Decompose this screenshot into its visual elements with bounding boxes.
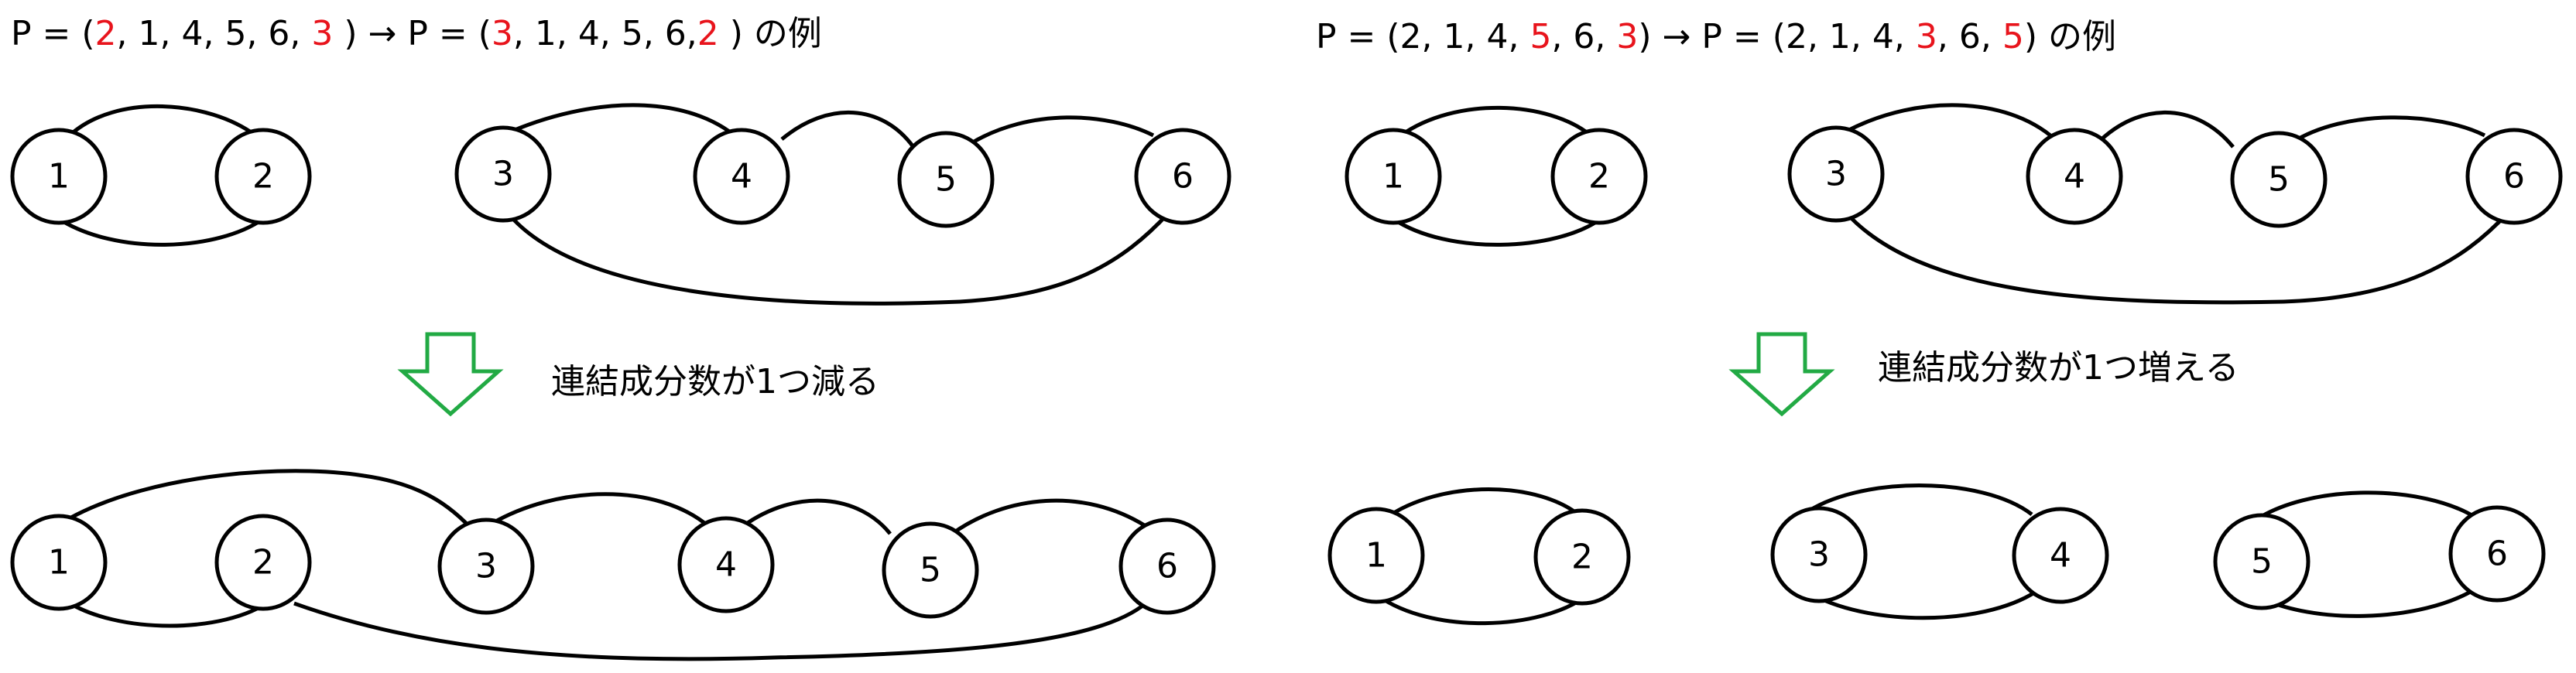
edge bbox=[742, 498, 892, 535]
left-title-swap-d: 2 bbox=[697, 14, 719, 53]
svg-text:3: 3 bbox=[1825, 155, 1847, 194]
node-5: 5 bbox=[882, 521, 979, 619]
edge bbox=[1802, 483, 2033, 517]
edge bbox=[1845, 103, 2060, 145]
node-2: 2 bbox=[214, 128, 312, 225]
edge bbox=[57, 217, 265, 247]
svg-text:2: 2 bbox=[252, 157, 274, 196]
node-3: 3 bbox=[437, 518, 535, 615]
edge bbox=[63, 598, 272, 628]
svg-text:5: 5 bbox=[2268, 160, 2290, 200]
left-panel: P = (2, 1, 4, 5, 6, 3 ) → P = (3, 1, 4, … bbox=[10, 14, 1231, 661]
node-2: 2 bbox=[214, 514, 312, 611]
node-5: 5 bbox=[897, 131, 995, 228]
node-4: 4 bbox=[2012, 507, 2109, 604]
svg-text:2: 2 bbox=[1588, 157, 1610, 196]
node-1: 1 bbox=[10, 514, 108, 611]
node-4: 4 bbox=[677, 516, 775, 613]
left-caption: 連結成分数が1つ減る bbox=[551, 362, 879, 401]
down-arrow-icon bbox=[1728, 332, 1835, 417]
edge bbox=[1392, 217, 1602, 247]
edge bbox=[780, 110, 916, 149]
svg-text:5: 5 bbox=[2251, 542, 2273, 582]
right-title-swap-d: 5 bbox=[2002, 17, 2024, 56]
right-title-swap-b: 3 bbox=[1616, 17, 1638, 56]
svg-text:3: 3 bbox=[492, 155, 514, 194]
node-2: 2 bbox=[1533, 508, 1631, 606]
left-bottom-edges bbox=[63, 469, 1147, 661]
node-3: 3 bbox=[454, 125, 552, 223]
node-1: 1 bbox=[10, 128, 108, 225]
edge bbox=[68, 469, 478, 535]
edge bbox=[1384, 487, 1584, 521]
svg-text:5: 5 bbox=[920, 551, 941, 590]
edge bbox=[510, 103, 745, 145]
right-title-swap-a: 5 bbox=[1530, 17, 1551, 56]
right-bottom-nodes: 1 2 3 4 5 6 bbox=[1327, 505, 2546, 610]
svg-text:2: 2 bbox=[1571, 538, 1593, 577]
node-5: 5 bbox=[2213, 513, 2311, 610]
svg-text:5: 5 bbox=[935, 160, 957, 200]
node-2: 2 bbox=[1550, 128, 1648, 225]
svg-text:4: 4 bbox=[2050, 536, 2071, 576]
node-6: 6 bbox=[2465, 128, 2563, 225]
edge bbox=[68, 104, 257, 138]
edge bbox=[486, 492, 710, 528]
svg-text:4: 4 bbox=[731, 157, 752, 196]
node-1: 1 bbox=[1345, 128, 1442, 225]
svg-text:6: 6 bbox=[2503, 157, 2525, 196]
right-title-swap-c: 3 bbox=[1916, 17, 1937, 56]
node-6: 6 bbox=[2448, 505, 2546, 603]
svg-text:1: 1 bbox=[48, 543, 70, 582]
svg-text:1: 1 bbox=[48, 157, 70, 196]
edge bbox=[2290, 115, 2486, 145]
right-caption: 連結成分数が1つ増える bbox=[1878, 348, 2239, 388]
edge bbox=[951, 498, 1147, 536]
left-top-nodes: 1 2 3 4 5 6 bbox=[10, 125, 1231, 228]
left-top-edges bbox=[57, 103, 1170, 306]
svg-text:3: 3 bbox=[475, 547, 497, 586]
node-5: 5 bbox=[2230, 131, 2328, 228]
svg-text:4: 4 bbox=[715, 545, 737, 585]
right-top-nodes: 1 2 3 4 5 6 bbox=[1345, 125, 2563, 228]
edge bbox=[1399, 105, 1592, 138]
node-4: 4 bbox=[2026, 128, 2123, 225]
svg-text:3: 3 bbox=[1808, 535, 1830, 575]
down-arrow-icon bbox=[397, 332, 504, 417]
edge bbox=[2251, 490, 2478, 524]
node-1: 1 bbox=[1327, 507, 1425, 604]
node-3: 3 bbox=[1770, 506, 1868, 603]
right-panel: P = (2, 1, 4, 5, 6, 3) → P = (2, 1, 4, 3… bbox=[1316, 17, 2563, 626]
svg-text:2: 2 bbox=[252, 543, 274, 582]
node-6: 6 bbox=[1134, 128, 1231, 225]
svg-text:6: 6 bbox=[2486, 535, 2508, 574]
svg-text:4: 4 bbox=[2064, 157, 2085, 196]
svg-text:6: 6 bbox=[1156, 547, 1178, 586]
edge bbox=[970, 115, 1155, 145]
svg-text:1: 1 bbox=[1382, 157, 1404, 196]
left-title-swap-a: 2 bbox=[95, 14, 117, 53]
left-title-swap-b: 3 bbox=[311, 14, 333, 53]
left-bottom-nodes: 1 2 3 4 5 6 bbox=[10, 514, 1216, 619]
svg-text:1: 1 bbox=[1365, 536, 1387, 576]
svg-text:6: 6 bbox=[1172, 157, 1194, 196]
right-top-edges bbox=[1392, 103, 2509, 305]
edge bbox=[1806, 589, 2037, 620]
edge bbox=[1376, 593, 1588, 626]
edge bbox=[293, 601, 1147, 661]
node-4: 4 bbox=[693, 128, 790, 225]
node-6: 6 bbox=[1118, 518, 1216, 615]
edge bbox=[1845, 211, 2509, 305]
edge bbox=[509, 211, 1170, 306]
edge bbox=[2100, 110, 2235, 149]
left-title: P = (2, 1, 4, 5, 6, 3 ) → P = (3, 1, 4, … bbox=[11, 14, 822, 53]
right-title: P = (2, 1, 4, 5, 6, 3) → P = (2, 1, 4, 3… bbox=[1316, 17, 2116, 56]
node-3: 3 bbox=[1787, 125, 1885, 223]
left-title-swap-c: 3 bbox=[492, 14, 513, 53]
